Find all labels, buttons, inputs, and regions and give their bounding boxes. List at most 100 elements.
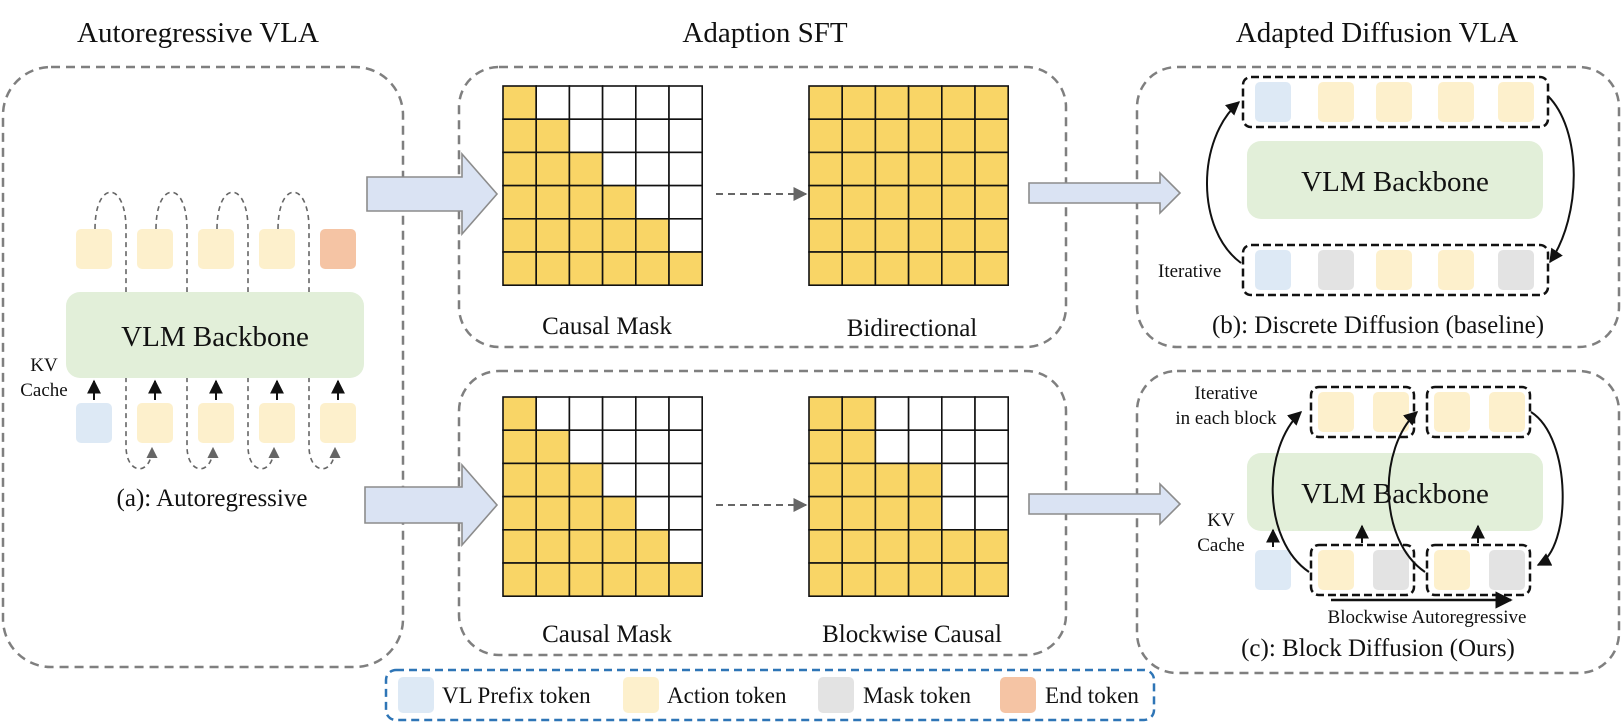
mask-cell-blocked [668,495,704,531]
mask-cell-attend [502,85,538,121]
legend-swatch-mask [818,677,854,713]
diff-output-action-token [1318,82,1354,122]
ar-loop-2 [155,191,219,470]
adaption-top-frame [457,65,1068,349]
mask-cell-blocked [668,151,704,187]
ar-loop-4 [277,191,341,470]
mask-cell-blocked [601,151,637,187]
mask-cell-attend [535,562,571,598]
heading-autoregressive-vla: Autoregressive VLA [77,17,319,49]
mask-cell-attend [974,251,1010,287]
mask-cell-attend [940,85,976,121]
ar-input-prefix-token [76,403,112,443]
mask-cell-blocked [668,396,704,432]
diff-vlm-backbone-label: VLM Backbone [1301,166,1489,198]
mask-cell-attend [940,528,976,564]
mask-cell-attend [568,528,604,564]
mask-cell-attend [502,151,538,187]
mask-cell-blocked [568,396,604,432]
mask-cell-attend [808,184,844,220]
mask-cell-attend [841,562,877,598]
mask-cell-attend [907,562,943,598]
mask-cell-attend [974,85,1010,121]
legend-swatch-end [1000,677,1036,713]
mask-cell-blocked [601,429,637,465]
mask-cell-attend [874,495,910,531]
mask-cell-attend [535,462,571,498]
panel-b-frame [1135,65,1621,349]
mask-cell-attend [841,218,877,253]
mask-cell-attend [940,118,976,154]
mask-cell-attend [634,218,670,253]
mask-cell-attend [502,528,538,564]
mask-cell-attend [808,396,844,432]
mask-cell-attend [940,562,976,598]
mask-cell-attend [841,429,877,465]
bidirectional-mask-grid [808,85,1010,287]
mask-cell-blocked [634,429,670,465]
diff-iterative-label: Iterative [1158,261,1221,282]
mask-cell-attend [974,184,1010,220]
mask-cell-attend [841,85,877,121]
mask-cell-attend [535,218,571,253]
mask-cell-blocked [668,85,704,121]
mask-cell-attend [502,495,538,531]
mask-cell-attend [601,184,637,220]
mask-cell-attend [874,562,910,598]
mask-cell-attend [808,495,844,531]
legend-label-action: Action token [667,683,787,708]
block-arrow-right-bottom [1028,482,1182,526]
ar-kv-label: KV [30,355,58,376]
diff-input-group [1241,243,1550,297]
grid-label-blockwise-causal: Blockwise Causal [822,621,1002,648]
block-output-action-token [1489,392,1525,432]
ar-loop-3 [216,191,280,470]
mask-cell-blocked [634,151,670,187]
mask-cell-attend [502,251,538,287]
legend-label-end: End token [1045,683,1139,708]
mask-cell-attend [502,429,538,465]
legend: VL Prefix token Action token Mask token … [384,668,1156,722]
diff-input-mask-token [1318,250,1354,290]
mask-cell-blocked [668,528,704,564]
ar-input-action-token [198,403,234,443]
block-output-action-token [1373,392,1409,432]
diff-input-action-token [1376,250,1412,290]
mask-cell-blocked [907,396,943,432]
mask-cell-attend [502,396,538,432]
mask-cell-attend [634,562,670,598]
mask-cell-attend [907,85,943,121]
mask-cell-attend [841,396,877,432]
block-cache-label: Cache [1197,535,1244,556]
panel-c: VLM Backbone Blockwise Autoregressive It… [1175,383,1564,662]
mask-cell-blocked [535,85,571,121]
mask-cell-attend [907,184,943,220]
mask-cell-attend [974,118,1010,154]
block-input-prefix-token [1255,550,1291,590]
mask-cell-attend [535,528,571,564]
mask-cell-attend [808,218,844,253]
mask-cell-attend [634,528,670,564]
mask-cell-attend [568,184,604,220]
mask-cell-attend [601,251,637,287]
mask-cell-blocked [601,85,637,121]
mask-cell-attend [568,151,604,187]
legend-swatch-prefix [398,677,434,713]
ar-output-action-token [137,229,173,269]
mask-cell-attend [502,118,538,154]
mask-cell-blocked [601,118,637,154]
mask-cell-attend [668,562,704,598]
mask-cell-attend [874,85,910,121]
mask-cell-attend [502,184,538,220]
blockwise-ar-label: Blockwise Autoregressive [1328,607,1527,628]
ar-output-end-token [320,229,356,269]
diff-right-loop-arrow [1547,95,1575,264]
panel-b-caption: (b): Discrete Diffusion (baseline) [1212,312,1544,339]
mask-cell-attend [668,251,704,287]
block-output-group-2 [1425,385,1532,439]
mask-cell-blocked [974,429,1010,465]
mask-cell-blocked [601,462,637,498]
ar-vlm-backbone [66,292,364,378]
mask-cell-attend [601,528,637,564]
